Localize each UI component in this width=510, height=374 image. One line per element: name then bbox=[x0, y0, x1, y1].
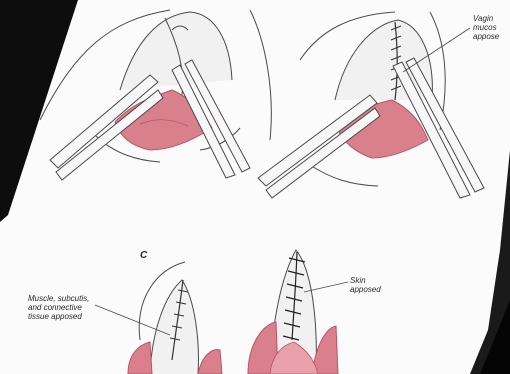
skin-apposed-label: Skin apposed bbox=[350, 276, 381, 294]
panel-c-letter: C bbox=[140, 250, 147, 261]
vaginal-mucosa-label: Vagin mucos appose bbox=[473, 14, 499, 41]
muscle-subcutis-label: Muscle, subcutis, and connective tissue … bbox=[28, 294, 89, 321]
